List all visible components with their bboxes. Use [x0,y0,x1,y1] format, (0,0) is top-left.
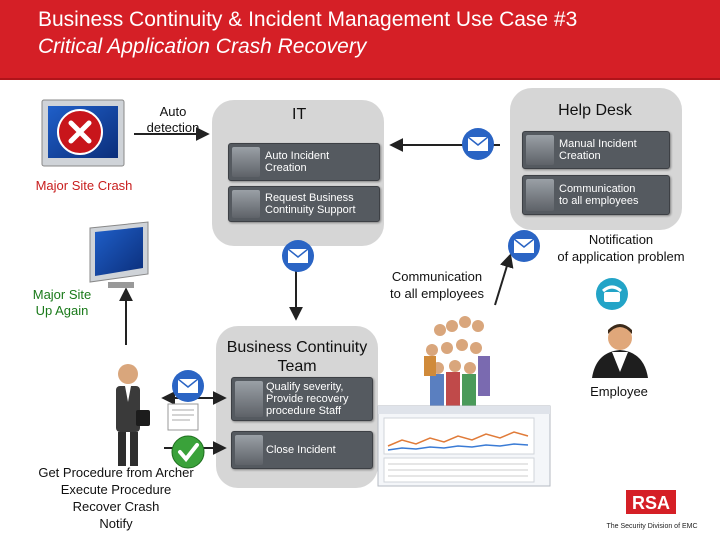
business-person-icon [116,364,150,466]
arrow-helpdesk-to-employee [494,253,514,306]
communication-employees-label: Communication to all employees [559,183,639,207]
communication-employees-button[interactable]: Communication to all employees [522,175,670,215]
button-icon [526,135,554,165]
employee-crowd-icon [424,316,490,414]
phone-icon [596,278,628,310]
manual-incident-creation-label: Manual Incident Creation [559,138,637,162]
rsa-logo-text: RSA [632,493,670,513]
envelope-icon [508,230,540,262]
auto-incident-creation-button[interactable]: Auto Incident Creation [228,143,380,181]
employee-label: Employee [590,384,648,399]
button-icon [232,190,260,218]
page-title: Business Continuity & Incident Managemen… [38,8,578,31]
qualify-severity-button[interactable]: Qualify severity, Provide recovery proce… [231,377,373,421]
notification-label: Notification of application problem [557,232,685,264]
dashboard-screenshot [377,405,551,487]
restored-monitor-icon [89,221,149,288]
close-incident-label: Close Incident [266,444,336,456]
qualify-severity-label: Qualify severity, Provide recovery proce… [266,381,349,417]
crashed-monitor-icon [41,99,125,167]
procedure-label: Get Procedure from Archer Execute Proced… [38,465,194,531]
major-site-crash-label: Major Site Crash [35,178,133,193]
envelope-icon [282,240,314,272]
document-icon [167,403,199,431]
auto-incident-creation-label: Auto Incident Creation [265,150,330,174]
rsa-tagline: The Security Division of EMC [606,523,697,530]
envelope-icon [172,370,204,402]
request-bc-support-label: Request Business Continuity Support [265,192,356,216]
page-subtitle: Critical Application Crash Recovery [38,35,367,58]
close-incident-button[interactable]: Close Incident [231,431,373,469]
manual-incident-creation-button[interactable]: Manual Incident Creation [522,131,670,169]
envelope-icon [462,128,494,160]
major-site-up-label: Major Site Up Again [32,287,92,318]
helpdesk-panel-title: Help Desk [558,102,632,119]
rsa-logo: RSA The Security Division of EMC [606,490,698,530]
check-icon [171,435,205,469]
auto-detection-label: Auto detection [146,104,200,135]
it-panel-title: IT [292,106,307,123]
button-icon [526,179,554,211]
communication-label: Communication to all employees [390,269,484,301]
button-icon [235,381,263,417]
request-bc-support-button[interactable]: Request Business Continuity Support [228,186,380,222]
title-banner: Business Continuity & Incident Managemen… [0,0,720,80]
business-continuity-panel-title: Business Continuity Team [226,339,368,375]
button-icon [235,435,263,465]
button-icon [232,147,260,177]
employee-avatar-icon [592,324,648,378]
